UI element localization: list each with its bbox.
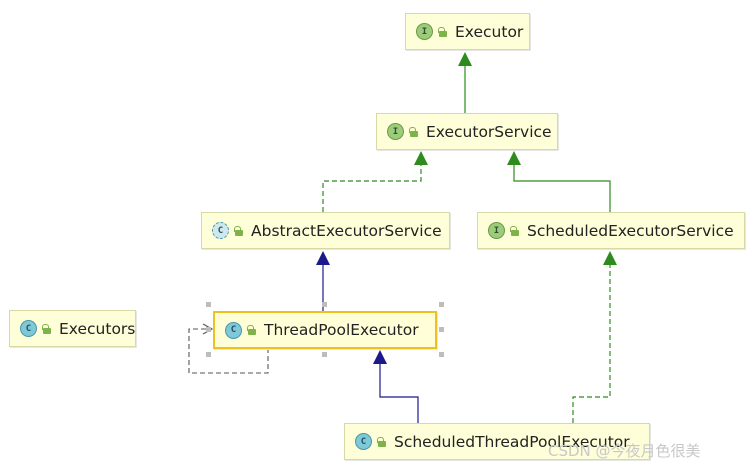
node-executors[interactable]: C Executors (9, 310, 136, 347)
public-visibility-icon (41, 323, 51, 334)
public-visibility-icon (376, 436, 386, 447)
selection-handle-top-left[interactable] (206, 302, 211, 307)
node-executor[interactable]: I Executor (405, 13, 530, 50)
node-executor-service[interactable]: I ExecutorService (376, 113, 558, 150)
node-scheduled-thread-pool-executor[interactable]: C ScheduledThreadPoolExecutor (344, 423, 650, 460)
selection-handle-middle-left[interactable] (206, 327, 211, 332)
node-label: ScheduledExecutorService (527, 221, 734, 240)
interface-icon: I (416, 23, 433, 40)
node-label: Executors (59, 319, 136, 338)
node-label: ScheduledThreadPoolExecutor (394, 432, 630, 451)
selection-handle-bottom-center[interactable] (322, 352, 327, 357)
selection-handle-top-right[interactable] (439, 302, 444, 307)
public-visibility-icon (408, 126, 418, 137)
class-icon: C (225, 321, 242, 339)
public-visibility-icon (509, 225, 519, 236)
edge-executorservice-executor (458, 52, 472, 113)
edge-abstractexecutorservice-executorservice (322, 151, 428, 212)
interface-icon: I (387, 123, 404, 140)
edge-scheduledexecutorservice-executorservice (507, 151, 611, 212)
edge-scheduledthreadpoolexecutor-threadpoolexecutor (373, 350, 419, 423)
node-label: ThreadPoolExecutor (264, 321, 419, 339)
node-label: AbstractExecutorService (251, 221, 442, 240)
selection-handle-bottom-right[interactable] (439, 352, 444, 357)
node-abstract-executor-service[interactable]: C AbstractExecutorService (201, 212, 450, 249)
class-icon: C (355, 433, 372, 450)
interface-icon: I (488, 222, 505, 239)
node-scheduled-executor-service[interactable]: I ScheduledExecutorService (477, 212, 745, 249)
node-thread-pool-executor[interactable]: C ThreadPoolExecutor (213, 311, 437, 349)
selection-handle-middle-right[interactable] (439, 327, 444, 332)
node-label: Executor (455, 22, 524, 41)
node-label: ExecutorService (426, 122, 552, 141)
edge-scheduledthreadpoolexecutor-scheduledexecutorservice (572, 251, 617, 423)
public-visibility-icon (246, 325, 256, 335)
selection-handle-top-center[interactable] (322, 302, 327, 307)
abstract-class-icon: C (212, 222, 229, 239)
class-icon: C (20, 320, 37, 337)
public-visibility-icon (233, 225, 243, 236)
watermark: CSDN @今夜月色很美 (548, 442, 701, 460)
selection-handle-bottom-left[interactable] (206, 352, 211, 357)
public-visibility-icon (437, 26, 447, 37)
